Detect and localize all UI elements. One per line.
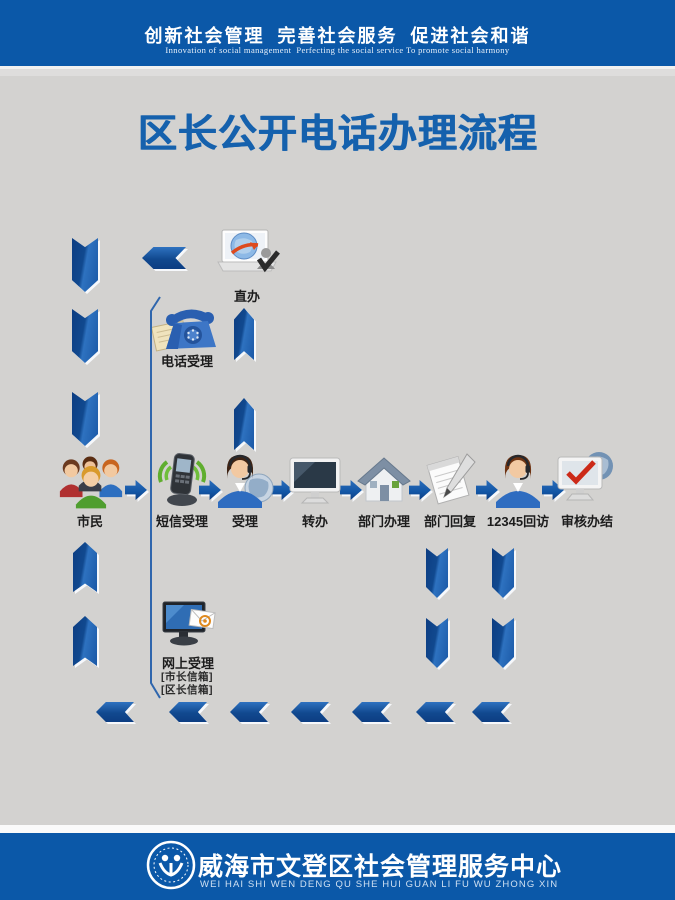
slogan-chinese: 创新社会管理 完善社会服务 促进社会和谐 — [144, 26, 531, 46]
node-label-wangshang-shouli: 网上受理 — [161, 656, 215, 671]
node-label-shimin: 市民 — [76, 514, 104, 529]
citizens-icon — [58, 455, 124, 509]
arrow-right-icon — [340, 480, 362, 500]
node-label-zhiban: 直办 — [233, 289, 261, 304]
arrow-right-icon — [125, 480, 147, 500]
organization-pinyin: WEI HAI SHI WEN DENG QU SHE HUI GUAN LI … — [200, 879, 559, 890]
divider-line — [0, 66, 675, 69]
arrow-right-icon — [271, 480, 293, 500]
seal-logo-icon — [146, 839, 196, 891]
node-label-zhuanban: 转办 — [301, 514, 329, 529]
laptop-globe-icon — [214, 228, 280, 284]
arrow-up-icon — [234, 398, 254, 450]
arrow-left-icon — [169, 702, 207, 722]
arrow-down-icon — [492, 618, 514, 668]
arrow-right-icon — [476, 480, 498, 500]
arrow-down-icon — [426, 618, 448, 668]
bottom-banner: 威海市文登区社会管理服务中心 WEI HAI SHI WEN DENG QU S… — [0, 833, 675, 900]
operator-globe-icon — [214, 452, 274, 508]
monitor-icon — [287, 456, 343, 508]
arrow-up-icon — [234, 308, 254, 360]
arrow-right-icon — [409, 480, 431, 500]
arrow-down-icon — [72, 238, 98, 292]
organization-name: 威海市文登区社会管理服务中心 — [198, 853, 563, 881]
mobile-phone-icon — [154, 450, 210, 508]
arrow-left-icon — [230, 702, 268, 722]
node-label-dianhua-shouli: 电话受理 — [160, 354, 214, 369]
arrow-down-icon — [72, 392, 98, 446]
divider-band — [0, 69, 675, 76]
bottom-divider — [0, 825, 675, 833]
arrow-up-icon — [73, 542, 97, 592]
monitor-mail-icon — [160, 600, 216, 654]
top-banner: 创新社会管理 完善社会服务 促进社会和谐 Innovation of socia… — [0, 0, 675, 66]
arrow-down-icon — [72, 309, 98, 363]
operator-icon — [492, 452, 544, 508]
arrow-left-icon — [472, 702, 510, 722]
arrow-left-icon — [96, 702, 134, 722]
page-title: 区长公开电话办理流程 — [137, 113, 538, 156]
node-label-duanxin-shouli: 短信受理 — [155, 514, 209, 529]
node-label-shouli: 受理 — [231, 514, 259, 529]
mailbox-label-mayor: [市长信箱] — [161, 671, 213, 683]
house-icon — [356, 454, 412, 506]
arrow-up-icon — [73, 616, 97, 666]
notepad-pencil-icon — [423, 452, 477, 508]
arrow-left-icon — [352, 702, 390, 722]
arrow-down-icon — [426, 548, 448, 598]
arrow-right-icon — [199, 480, 221, 500]
arrow-left-icon — [291, 702, 329, 722]
telephone-icon — [152, 303, 220, 353]
node-label-shenhe-banjie: 审核办结 — [560, 514, 614, 529]
arrow-left-icon — [142, 247, 186, 269]
node-label-bumen-huifu: 部门回复 — [423, 514, 477, 529]
node-label-12345-huifang: 12345回访 — [486, 514, 550, 529]
arrow-left-icon — [416, 702, 454, 722]
arrow-down-icon — [492, 548, 514, 598]
slogan-english: Innovation of social management Perfecti… — [165, 45, 510, 55]
monitor-check-icon — [554, 450, 616, 506]
mailbox-label-district: [区长信箱] — [161, 684, 213, 696]
node-label-bumen-banli: 部门办理 — [357, 514, 411, 529]
